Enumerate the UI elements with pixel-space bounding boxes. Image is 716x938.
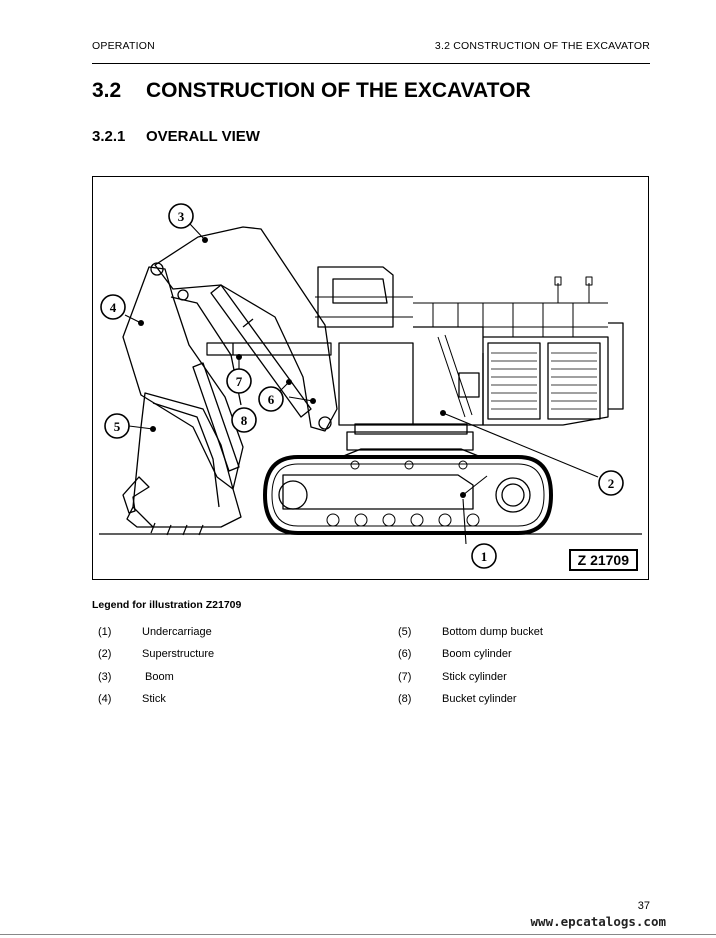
callout-label-3: 3 [178,209,185,224]
header-rule [92,63,650,64]
callout-6 [258,386,284,412]
running-header-right: 3.2 CONSTRUCTION OF THE EXCAVATOR [434,40,650,52]
section-title: CONSTRUCTION OF THE EXCAVATOR [146,79,531,102]
legend-label: Undercarriage [142,626,212,638]
callout-2 [598,470,624,496]
callout-label-2: 2 [608,476,615,491]
excavator-figure: 3 4 5 7 6 8 1 2 Z 21709 [92,176,649,580]
watermark-link[interactable]: www.epcatalogs.com [530,914,666,929]
page-number: 37 [637,900,650,912]
callout-3 [168,203,194,229]
bottom-dump-bucket-drawing [122,392,242,536]
legend-label: Bottom dump bucket [442,626,543,638]
legend-number: (7) [398,670,412,683]
callout-4 [100,294,126,320]
undercarriage-drawing [263,448,553,535]
callout-label-7: 7 [236,374,243,389]
callout-label-8: 8 [241,413,248,428]
stick-drawing [122,266,244,490]
section-heading: 3.2 CONSTRUCTION OF THE EXCAVATOR [92,79,531,103]
excavator-drawing: 3 4 5 7 6 8 1 2 [99,203,642,569]
legend-title: Legend for illustration Z21709 [92,599,242,611]
legend-number: (3) [98,670,112,683]
section-number: 3.2 [92,79,122,102]
legend-number: (1) [98,626,112,638]
callout-5 [104,413,130,439]
callout-label-1: 1 [481,549,488,564]
callout-7 [226,368,252,394]
legend-number: (4) [98,692,112,705]
figure-code: Z 21709 [568,549,638,571]
page-bottom-rule [0,934,716,935]
callout-1 [471,543,497,569]
subsection-heading: 3.2.1 OVERALL VIEW [92,128,260,145]
legend-number: (5) [398,626,412,638]
legend-label: Boom [142,670,174,683]
superstructure-drawing [315,266,624,426]
callout-8 [231,407,257,433]
legend-label: Bucket cylinder [442,692,517,705]
legend-label: Boom cylinder [442,648,512,661]
legend-label: Superstructure [142,648,215,661]
subsection-title: OVERALL VIEW [146,128,260,145]
running-header-left: OPERATION [92,40,155,52]
legend-label: Stick cylinder [442,670,507,683]
legend-number: (6) [398,648,412,661]
callout-label-4: 4 [110,300,117,315]
subsection-number: 3.2.1 [92,128,126,145]
callout-label-5: 5 [114,419,121,434]
legend-number: (8) [398,692,412,705]
legend-label: Stick [142,692,166,705]
callout-label-6: 6 [268,392,275,407]
legend-number: (2) [98,648,112,661]
